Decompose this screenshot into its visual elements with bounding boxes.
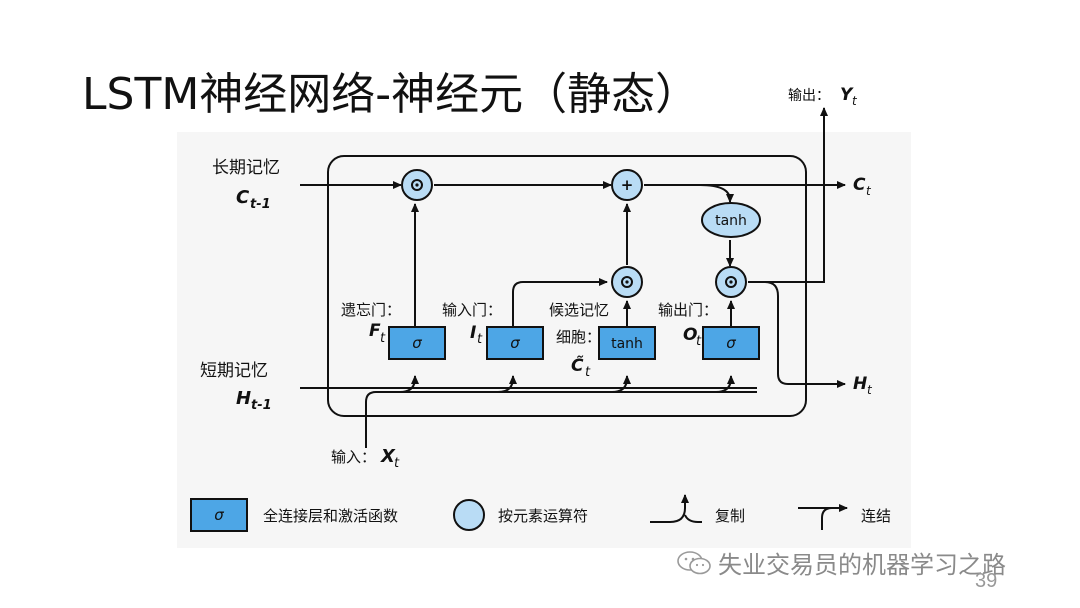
- input-gate-label: 输入门：: [442, 301, 502, 319]
- legend-layer: σ 全连接层和激活函数: [190, 498, 398, 532]
- c-output-sub: t: [866, 184, 872, 198]
- candidate-sub: t: [585, 365, 591, 380]
- lstm-cell-border: [327, 155, 807, 417]
- x-input-sub: t: [394, 456, 400, 471]
- svg-text:tanh: tanh: [715, 213, 747, 229]
- watermark: 失业交易员的机器学习之路: [676, 545, 1006, 580]
- long-memory-symbol: C: [236, 187, 250, 208]
- y-output-symbol: Y: [840, 85, 854, 105]
- y-output-sub: t: [852, 94, 858, 108]
- h-output-symbol: H: [853, 374, 867, 394]
- x-input-symbol: X: [380, 446, 396, 467]
- slide-title: LSTM神经网络-神经元（静态）: [82, 69, 700, 120]
- legend-concat: [798, 504, 848, 530]
- wechat-icon: [677, 550, 711, 574]
- input-gate-sub: t: [477, 332, 483, 347]
- short-memory-label: 短期记忆: [200, 361, 268, 381]
- short-memory-symbol: H: [236, 388, 251, 409]
- svg-text:tanh: tanh: [611, 336, 643, 352]
- forget-gate-symbol: F: [369, 321, 381, 341]
- legend-concat-label: 连结: [861, 507, 891, 525]
- op-tanh: tanh: [701, 202, 761, 238]
- candidate-cell-label: 细胞：: [556, 328, 601, 346]
- op-multiply-input: [611, 266, 643, 298]
- x-input-label: 输入：: [331, 448, 376, 466]
- input-gate-box: σ: [486, 326, 544, 360]
- input-gate-symbol: I: [470, 323, 476, 343]
- svg-text:σ: σ: [510, 334, 520, 352]
- svg-text:全连接层和激活函数: 全连接层和激活函数: [263, 507, 398, 525]
- short-memory-sub: t-1: [251, 398, 272, 413]
- forget-gate-box: σ: [388, 326, 446, 360]
- legend-operator: 按元素运算符: [453, 499, 588, 531]
- forget-gate-sub: t: [380, 331, 386, 346]
- op-add: +: [611, 169, 643, 201]
- op-multiply-output: [715, 266, 747, 298]
- legend-copy-label: 复制: [715, 507, 745, 525]
- long-memory-sub: t-1: [250, 197, 271, 212]
- candidate-gate-box: tanh: [598, 326, 656, 360]
- long-memory-label: 长期记忆: [212, 158, 280, 178]
- watermark-text: 失业交易员的机器学习之路: [718, 551, 1006, 579]
- op-multiply-forget: [401, 169, 433, 201]
- c-output-symbol: C: [853, 175, 866, 195]
- svg-text:+: +: [621, 176, 634, 194]
- svg-text:σ: σ: [726, 334, 736, 352]
- output-gate-box: σ: [702, 326, 760, 360]
- output-gate-symbol: O: [683, 325, 697, 345]
- y-output-label: 输出：: [788, 88, 830, 104]
- candidate-label: 候选记忆: [549, 301, 609, 319]
- svg-text:σ: σ: [214, 506, 224, 524]
- forget-gate-label: 遗忘门：: [341, 301, 401, 319]
- candidate-symbol: C̃: [571, 355, 584, 376]
- svg-text:σ: σ: [412, 334, 422, 352]
- output-gate-sub: t: [696, 334, 702, 349]
- svg-text:按元素运算符: 按元素运算符: [498, 507, 588, 525]
- page-number: 39: [975, 570, 998, 592]
- connection-lines: [300, 107, 846, 448]
- h-output-sub: t: [867, 383, 873, 397]
- output-gate-label: 输出门：: [658, 301, 718, 319]
- legend-copy: [650, 494, 702, 523]
